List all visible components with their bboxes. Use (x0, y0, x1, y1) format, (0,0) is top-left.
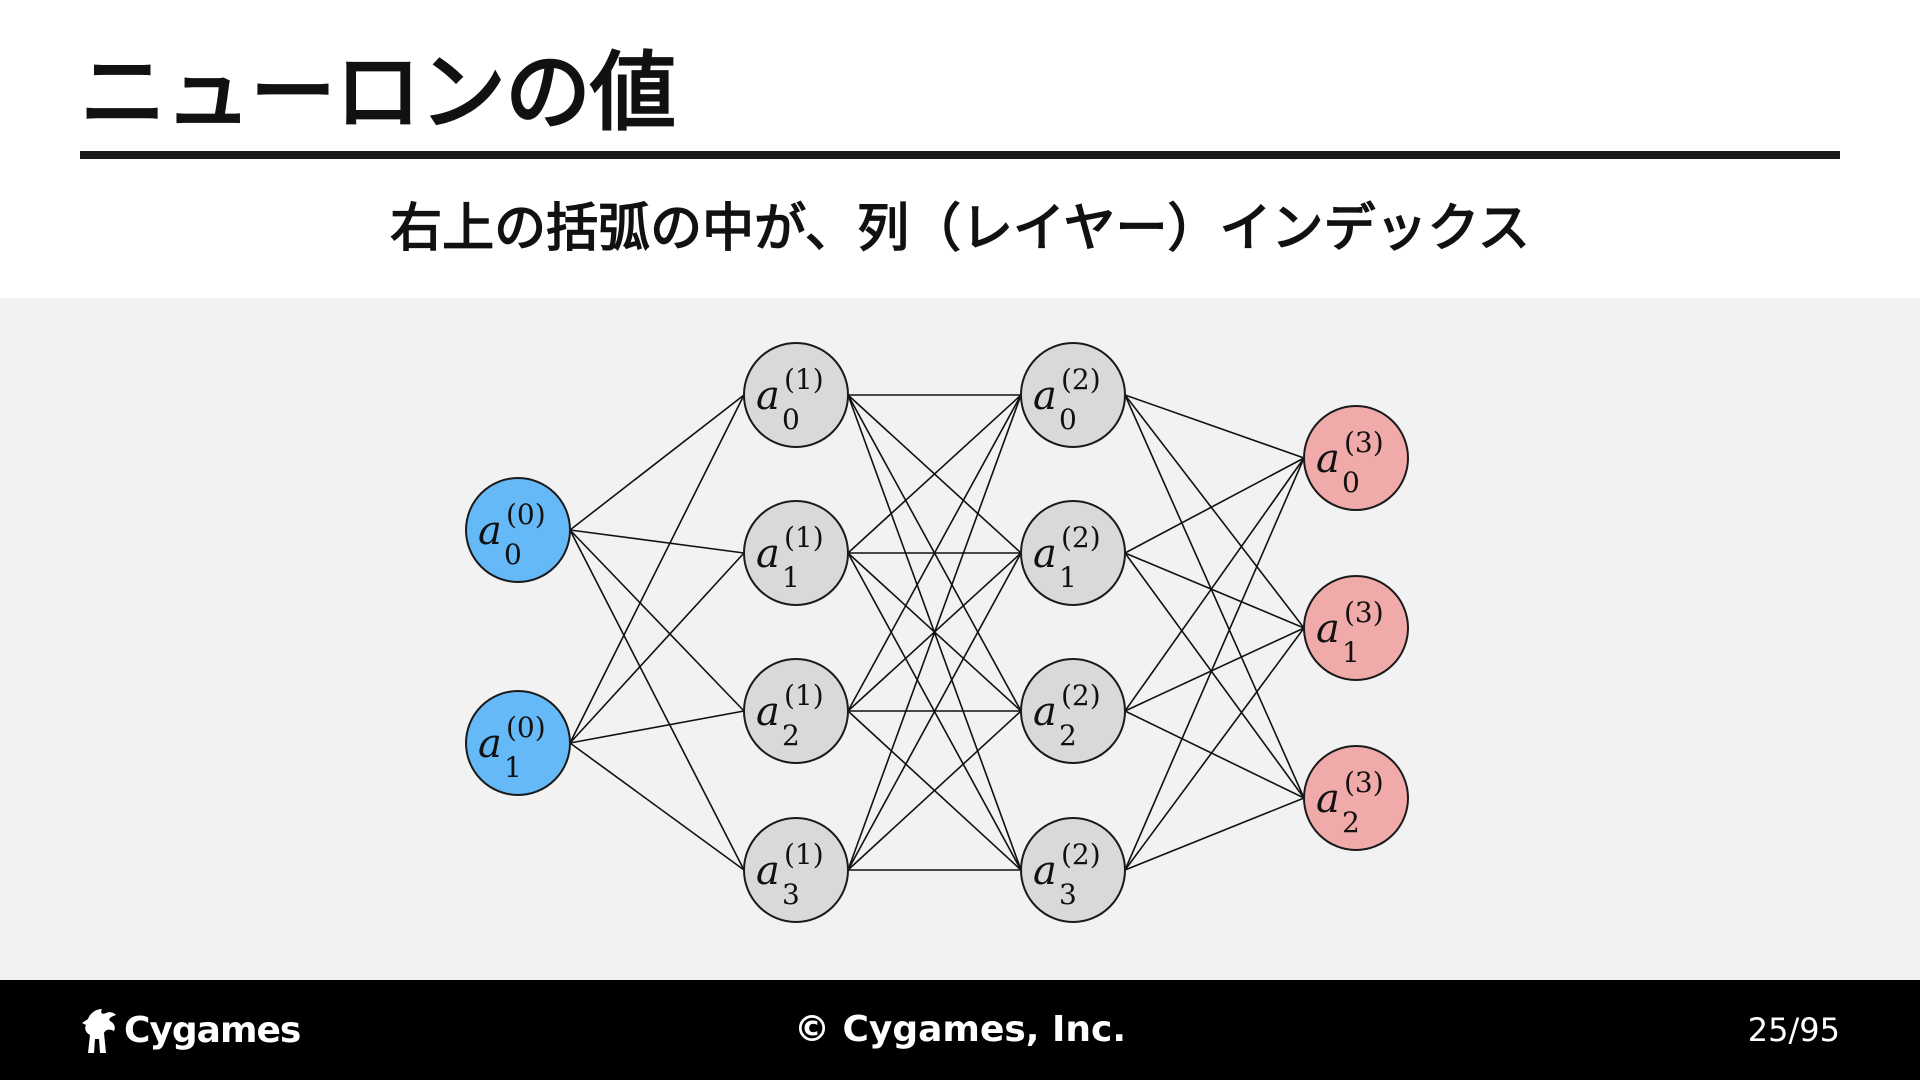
connection-l1-n3-to-n0 (847, 394, 1022, 871)
neuron-layer2-node1: a(2)1 (1020, 500, 1126, 606)
neuron-layer3-node1: a(3)1 (1303, 575, 1409, 681)
connection-l1-n3-to-n2 (847, 710, 1022, 871)
connection-l2-n3-to-n0 (1124, 457, 1305, 871)
neuron-layer2-node2: a(2)2 (1020, 658, 1126, 764)
neuron-label: a(3)0 (1316, 426, 1384, 499)
connection-l2-n0-to-n1 (1124, 394, 1305, 629)
neuron-label: a(3)2 (1316, 766, 1384, 839)
neuron-circle (1303, 575, 1409, 681)
connection-l1-n2-to-n0 (847, 394, 1022, 712)
neuron-circle (743, 817, 849, 923)
connection-l0-n0-to-n2 (569, 529, 745, 712)
neuron-layer1-node1: a(1)1 (743, 500, 849, 606)
neuron-label: a(2)0 (1033, 363, 1101, 436)
connections (569, 394, 1305, 871)
connection-l1-n3-to-n1 (847, 552, 1022, 871)
copyright-text: © Cygames, Inc. (793, 1009, 1127, 1050)
connection-l2-n0-to-n0 (1124, 394, 1305, 459)
connection-l2-n2-to-n0 (1124, 457, 1305, 712)
neuron-circle (1303, 405, 1409, 511)
pegasus-logo-icon (82, 1009, 116, 1053)
brand-name: Cygames (124, 1009, 301, 1051)
connection-l2-n1-to-n1 (1124, 552, 1305, 629)
neuron-circle (743, 658, 849, 764)
neurons: a(0)0 a(0)1 a(1)0 a(1)1 a(1)2 a(1)3 a(2)0 a(2)1… (465, 342, 1409, 923)
neuron-label: a(2)1 (1033, 521, 1101, 594)
slide-title: ニューロンの値 (80, 43, 676, 143)
neuron-layer0-node0: a(0)0 (465, 477, 571, 583)
connection-l2-n3-to-n1 (1124, 627, 1305, 871)
neuron-label: a(3)1 (1316, 596, 1384, 669)
neuron-circle (743, 500, 849, 606)
neuron-layer1-node3: a(1)3 (743, 817, 849, 923)
connection-l0-n1-to-n2 (569, 710, 745, 744)
connection-l0-n1-to-n3 (569, 742, 745, 871)
neuron-circle (1303, 745, 1409, 851)
connection-l2-n1-to-n0 (1124, 457, 1305, 554)
page-number: 25/95 (1747, 1011, 1840, 1049)
neuron-label: a(0)0 (478, 498, 546, 571)
neuron-circle (1020, 500, 1126, 606)
neural-network-diagram: a(0)0 a(0)1 a(1)0 a(1)1 a(1)2 a(1)3 a(2)0 a(2)1… (465, 342, 1409, 923)
neuron-layer2-node3: a(2)3 (1020, 817, 1126, 923)
neuron-label: a(1)2 (756, 679, 824, 752)
neuron-circle (465, 477, 571, 583)
neuron-label: a(0)1 (478, 711, 546, 784)
neuron-circle (743, 342, 849, 448)
connection-l0-n1-to-n0 (569, 394, 745, 744)
connection-l2-n2-to-n2 (1124, 710, 1305, 799)
neuron-layer2-node0: a(2)0 (1020, 342, 1126, 448)
neuron-circle (1020, 817, 1126, 923)
neuron-label: a(1)1 (756, 521, 824, 594)
connection-l0-n0-to-n3 (569, 529, 745, 871)
neuron-circle (1020, 658, 1126, 764)
neuron-layer1-node0: a(1)0 (743, 342, 849, 448)
connection-l1-n1-to-n0 (847, 394, 1022, 554)
connection-l0-n0-to-n0 (569, 394, 745, 531)
connection-l2-n0-to-n2 (1124, 394, 1305, 799)
connection-l2-n3-to-n2 (1124, 797, 1305, 871)
neuron-label: a(2)3 (1033, 838, 1101, 911)
neuron-label: a(1)0 (756, 363, 824, 436)
diagram-panel: a(0)0 a(0)1 a(1)0 a(1)1 a(1)2 a(1)3 a(2)0 a(2)1… (0, 298, 1920, 980)
connection-l0-n0-to-n1 (569, 529, 745, 554)
neuron-label: a(2)2 (1033, 679, 1101, 752)
neuron-circle (1020, 342, 1126, 448)
neuron-circle (465, 690, 571, 796)
neuron-label: a(1)3 (756, 838, 824, 911)
cygames-logo: Cygames (80, 1000, 301, 1060)
neuron-layer3-node2: a(3)2 (1303, 745, 1409, 851)
connection-l2-n2-to-n1 (1124, 627, 1305, 712)
title-divider (80, 151, 1840, 159)
neuron-layer1-node2: a(1)2 (743, 658, 849, 764)
connection-l2-n1-to-n2 (1124, 552, 1305, 799)
connection-l0-n1-to-n1 (569, 552, 745, 744)
neuron-layer0-node1: a(0)1 (465, 690, 571, 796)
footer-bar: Cygames © Cygames, Inc. 25/95 (0, 980, 1920, 1080)
neuron-layer3-node0: a(3)0 (1303, 405, 1409, 511)
slide-subtitle: 右上の括弧の中が、列（レイヤー）インデックス (390, 199, 1530, 259)
